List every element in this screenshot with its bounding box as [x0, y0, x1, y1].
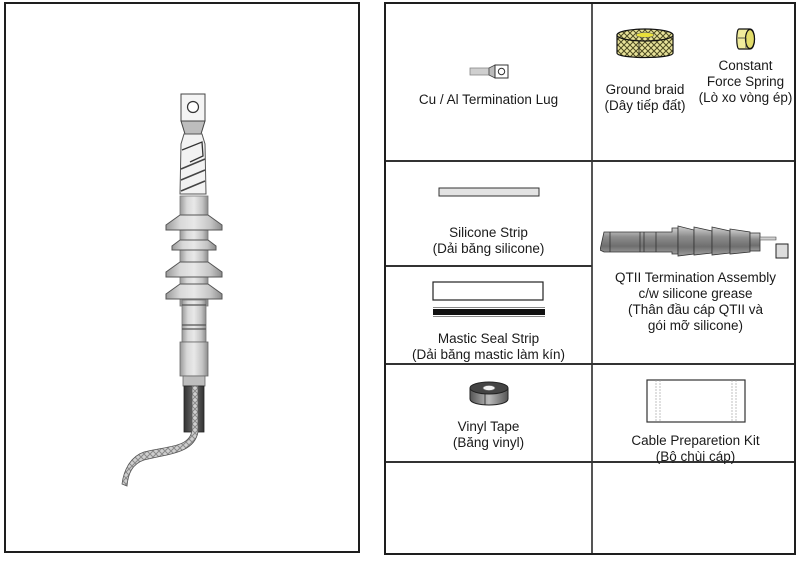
- ground-braid-label-en: Ground braid: [605, 82, 685, 97]
- component-termination-lug: Cu / Al Termination Lug: [386, 64, 591, 108]
- termination-illustration-panel: [4, 2, 360, 553]
- kit-components-panel: Cu / Al Termination Lug Ground braid (Dâ…: [384, 2, 796, 555]
- ground-braid-label-vi: (Dây tiếp đất): [604, 98, 686, 113]
- empty-cell-left: [386, 463, 591, 553]
- component-vinyl-tape: Vinyl Tape (Băng vinyl): [386, 379, 591, 451]
- silicone-strip-icon: [438, 187, 539, 197]
- assembly-label-1: QTII Termination Assembly: [614, 270, 777, 285]
- silicone-strip-label-en: Silicone Strip: [449, 225, 528, 240]
- vinyl-label-vi: (Băng vinyl): [452, 435, 525, 450]
- mastic-seal-strip-icon: [431, 281, 545, 317]
- spring-label-en-1: Constant: [718, 58, 773, 73]
- empty-cell-right: [593, 463, 794, 553]
- ground-braid-icon: [616, 28, 674, 59]
- termination-assembly-icon: [599, 225, 788, 259]
- grid-divider-vertical: [591, 4, 593, 553]
- component-constant-force-spring: Constant Force Spring (Lò xo vòng ép): [693, 26, 798, 106]
- component-ground-braid: Ground braid (Dây tiếp đất): [593, 24, 697, 114]
- component-cable-prep-kit: Cable Preparetion Kit (Bộ chùi cáp): [593, 379, 798, 465]
- assembly-label-4: gói mỡ silicone): [647, 318, 744, 333]
- prep-kit-label-vi: (Bộ chùi cáp): [655, 449, 736, 464]
- grid-divider-row-4: [386, 461, 794, 463]
- assembly-label-2: c/w silicone grease: [638, 286, 753, 301]
- vinyl-tape-icon: [469, 381, 508, 406]
- mastic-label-en: Mastic Seal Strip: [437, 331, 540, 346]
- component-mastic-seal-strip: Mastic Seal Strip (Dải băng mastic làm k…: [386, 281, 591, 363]
- mastic-label-vi: (Dải băng mastic làm kín): [411, 347, 566, 362]
- grid-divider-row-1: [386, 160, 794, 162]
- constant-force-spring-icon: [735, 28, 755, 50]
- cable-prep-kit-icon: [645, 379, 746, 423]
- lug-label: Cu / Al Termination Lug: [418, 92, 559, 107]
- assembly-label-3: (Thân đầu cáp QTII và: [627, 302, 764, 317]
- vinyl-label-en: Vinyl Tape: [457, 419, 520, 434]
- spring-label-en-2: Force Spring: [706, 74, 785, 89]
- component-termination-assembly: QTII Termination Assembly c/w silicone g…: [593, 224, 798, 334]
- grid-divider-row-3: [386, 363, 794, 365]
- spring-label-vi: (Lò xo vòng ép): [698, 90, 793, 105]
- termination-lug-icon: [469, 64, 508, 79]
- component-silicone-strip: Silicone Strip (Dải băng silicone): [386, 187, 591, 257]
- prep-kit-label-en: Cable Preparetion Kit: [631, 433, 760, 448]
- silicone-strip-label-vi: (Dải băng silicone): [432, 241, 545, 256]
- assembled-termination-icon: [121, 93, 223, 487]
- grid-divider-row-2-left: [386, 265, 592, 267]
